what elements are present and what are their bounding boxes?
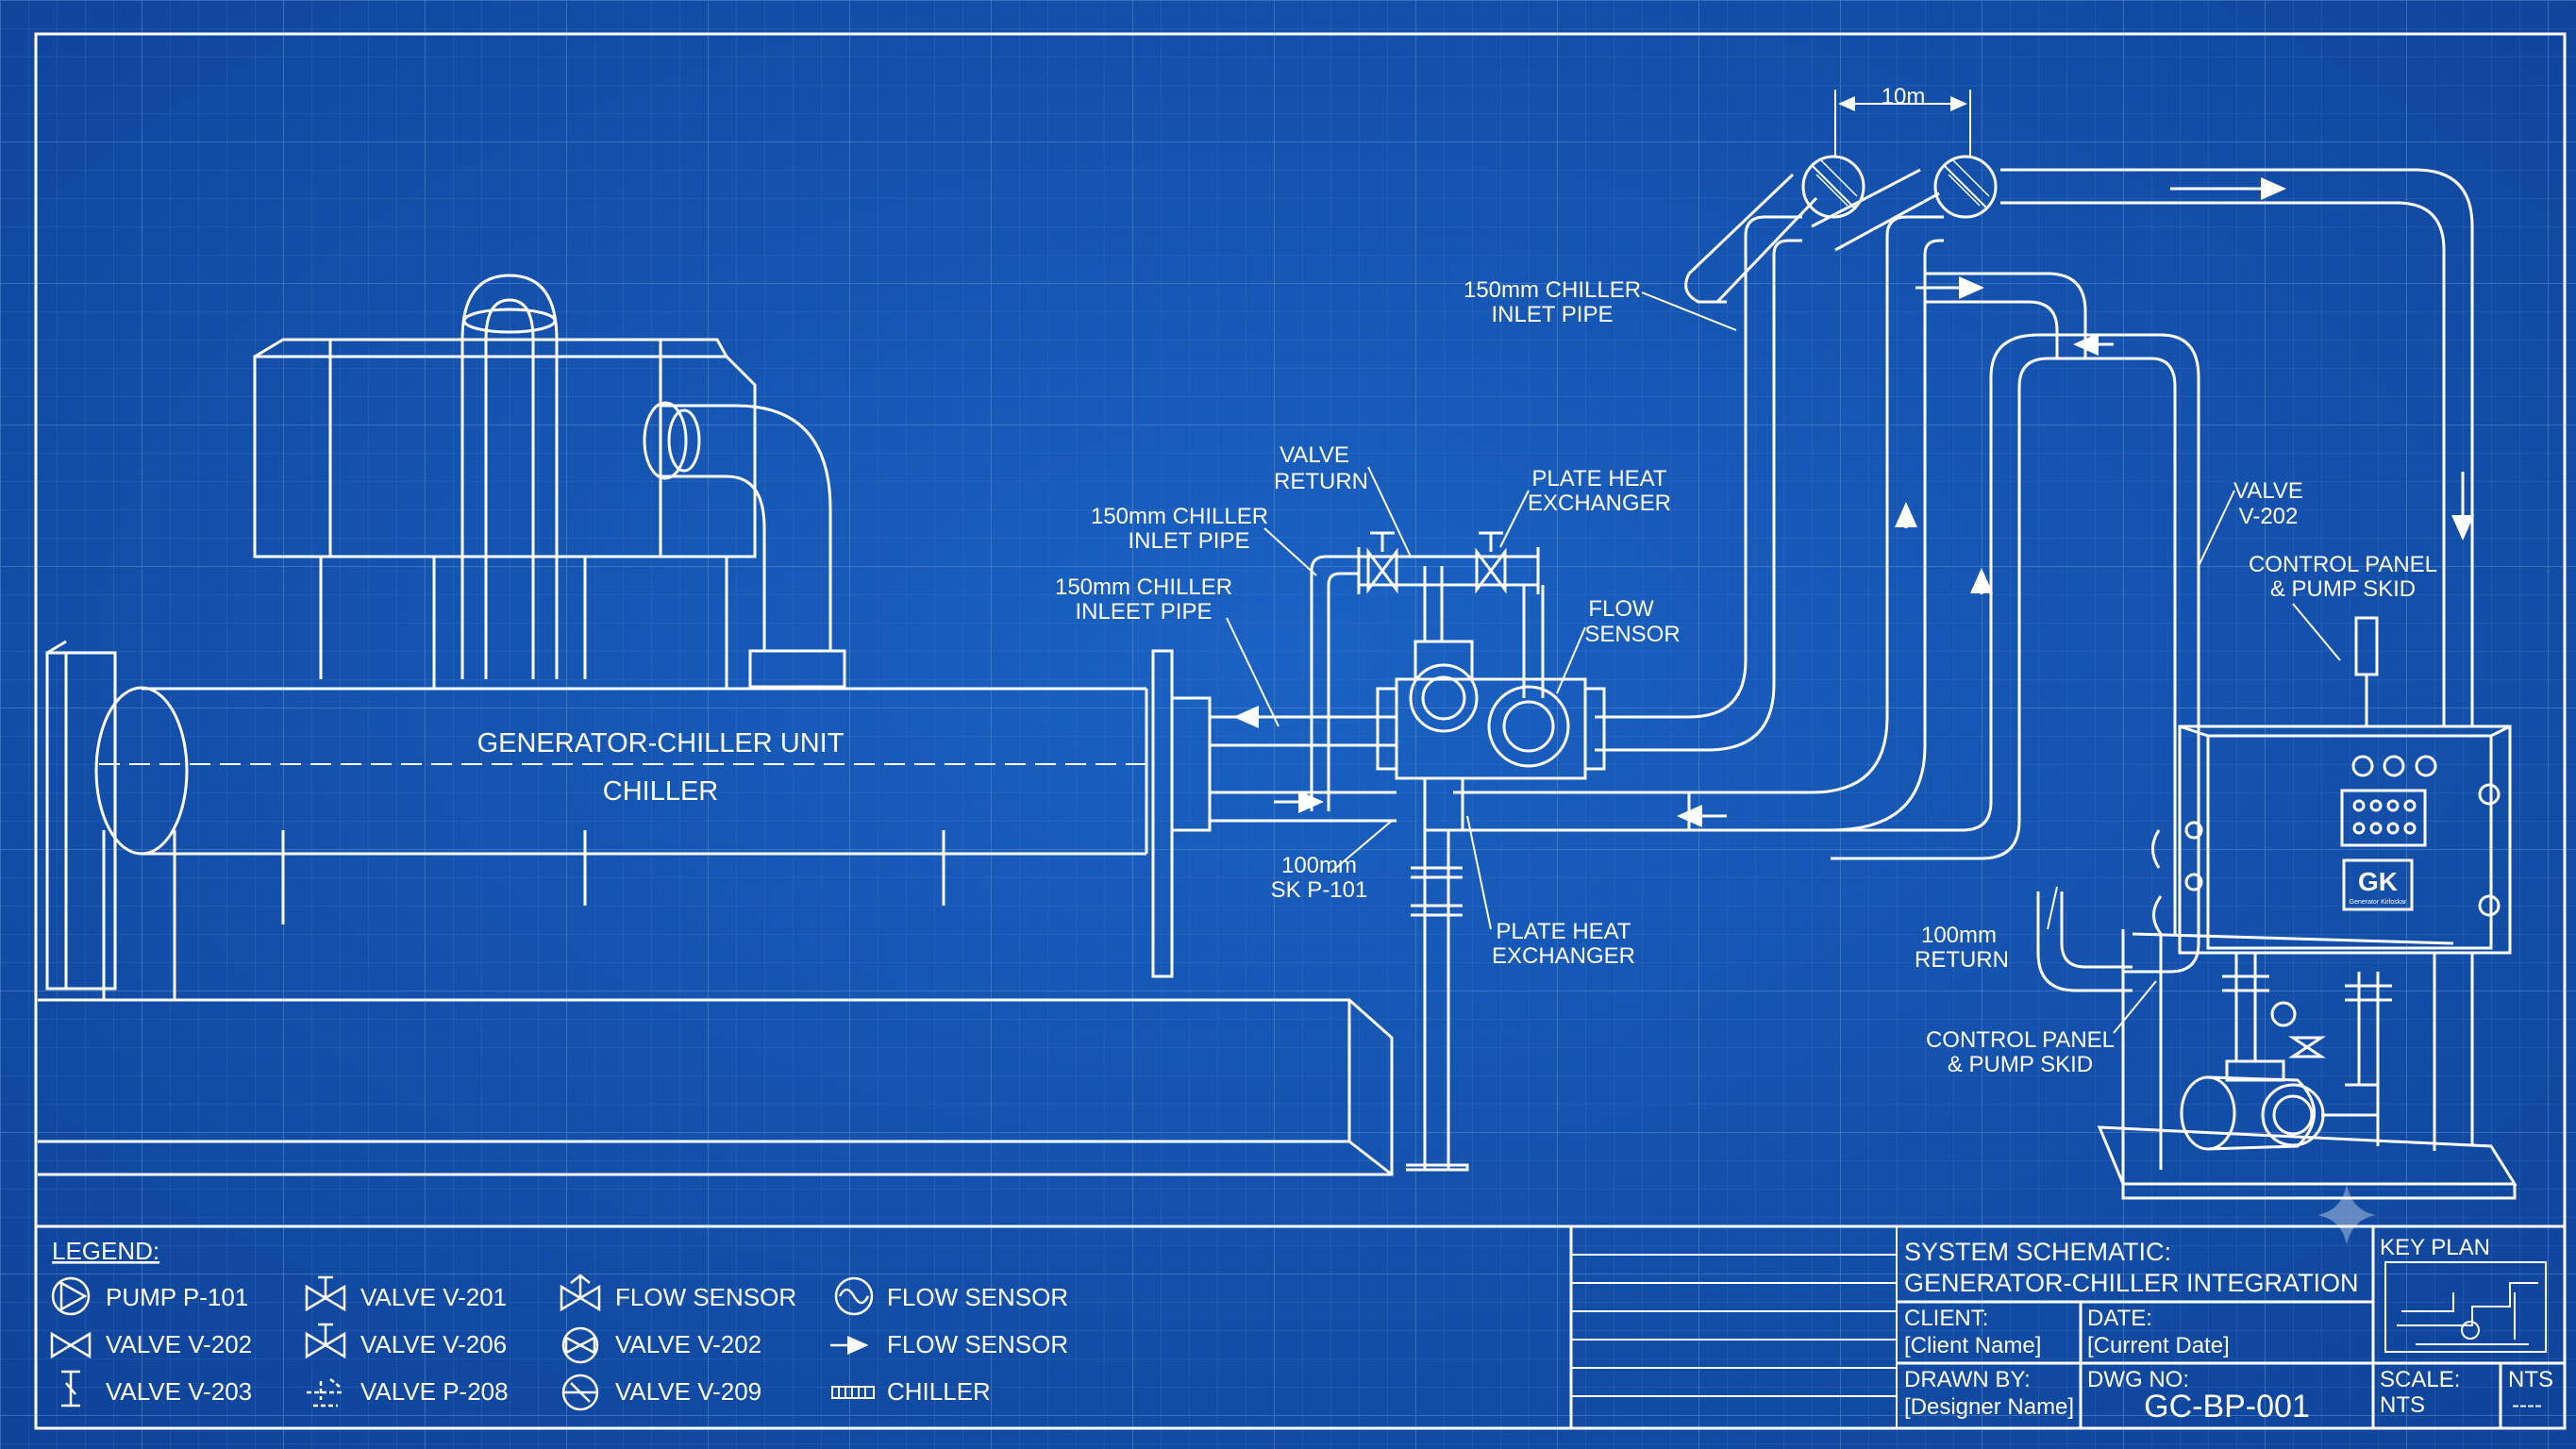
actuated-valve-symbol-icon	[305, 1275, 346, 1312]
chiller-symbol-icon	[831, 1386, 875, 1399]
svg-text:VALVE: VALVE	[2233, 478, 2303, 504]
svg-text:150mm CHILLER: 150mm CHILLER	[1464, 277, 1641, 303]
dimension-label: 10m	[1882, 84, 1926, 109]
scale-value: NTS	[2380, 1392, 2425, 1418]
legend-labels: PUMP P-101 VALVE V-202 VALVE V-203 VALVE…	[106, 1283, 1068, 1406]
callout-sk-p101: 100mm SK P-101	[1271, 853, 1368, 903]
svg-text:PLATE HEAT: PLATE HEAT	[1531, 466, 1666, 491]
sheet-border	[34, 32, 2567, 1430]
unit-title: GENERATOR-CHILLER UNIT	[477, 728, 845, 758]
legend-icons	[50, 1274, 875, 1411]
svg-text:VALVE: VALVE	[1280, 442, 1349, 468]
svg-text:150mm CHILLER: 150mm CHILLER	[1091, 504, 1268, 529]
svg-text:SENSOR: SENSOR	[1584, 622, 1680, 647]
callout-plate-heat-exchanger-top: PLATE HEAT EXCHANGER	[1528, 466, 1671, 516]
svg-text:PLATE HEAT: PLATE HEAT	[1496, 919, 1631, 944]
svg-text:EXCHANGER: EXCHANGER	[1492, 943, 1635, 969]
callout-100mm-return: 100mm RETURN	[1915, 923, 2009, 973]
client-value: [Client Name]	[1904, 1333, 2041, 1358]
svg-text:& PUMP SKID: & PUMP SKID	[2270, 576, 2416, 602]
scale-label: SCALE:	[2380, 1367, 2460, 1392]
legend-item-label: VALVE V-209	[615, 1377, 761, 1406]
panel-logo: GK	[2358, 867, 2398, 896]
callout-flow-sensor: FLOW SENSOR	[1584, 596, 1680, 647]
drawn-by-label: DRAWN BY:	[1904, 1367, 2031, 1392]
svg-text:150mm CHILLER: 150mm CHILLER	[1055, 575, 1232, 600]
sine-sensor-symbol-icon	[834, 1276, 874, 1316]
svg-text:SK P-101: SK P-101	[1271, 877, 1368, 903]
svg-text:INLET PIPE: INLET PIPE	[1492, 302, 1614, 327]
panel-logo-subtitle: Generator Kirloskar	[2350, 899, 2407, 906]
svg-text:100mm: 100mm	[1281, 853, 1357, 878]
nts-value: ----	[2512, 1392, 2542, 1418]
callout-chiller-inlet-mid: 150mm CHILLER INLET PIPE	[1091, 504, 1268, 554]
client-label: CLIENT:	[1904, 1306, 1988, 1331]
actuated-valve-symbol-icon	[305, 1323, 346, 1359]
svg-text:100mm: 100mm	[1921, 923, 1997, 948]
callout-leaders	[1226, 291, 2341, 1034]
date-value: [Current Date]	[2087, 1333, 2230, 1358]
svg-text:INLET PIPE: INLET PIPE	[1129, 528, 1250, 554]
flow-sensor-symbol-icon	[560, 1274, 601, 1312]
svg-text:INLEET PIPE: INLEET PIPE	[1076, 599, 1213, 625]
pressure-valve-symbol-icon	[307, 1378, 344, 1407]
legend-item-label: CHILLER	[887, 1377, 991, 1406]
panel-logo-box	[2342, 858, 2414, 911]
svg-text:& PUMP SKID: & PUMP SKID	[1948, 1052, 2093, 1077]
drawing-title-line1: SYSTEM SCHEMATIC:	[1904, 1238, 2171, 1266]
pump-symbol-icon	[51, 1276, 91, 1316]
svg-text:FLOW: FLOW	[1588, 596, 1654, 622]
svg-text:CONTROL PANEL: CONTROL PANEL	[1926, 1027, 2115, 1053]
legend-item-label: VALVE V-206	[360, 1330, 507, 1358]
legend-item-label: VALVE P-208	[360, 1377, 509, 1406]
chimney-stacks	[1684, 90, 1998, 304]
svg-text:V-202: V-202	[2239, 504, 2299, 529]
callout-chiller-inleet: 150mm CHILLER INLEET PIPE	[1055, 575, 1232, 625]
svg-text:RETURN: RETURN	[1274, 469, 1368, 494]
check-valve-symbol-icon	[561, 1374, 599, 1411]
callout-labels: 150mm CHILLER INLET PIPE VALVE RETURN PL…	[1055, 277, 2437, 1077]
legend-item-label: VALVE V-203	[106, 1377, 252, 1406]
callout-valve-v202: VALVE V-202	[2233, 478, 2303, 529]
nts-label: NTS	[2508, 1367, 2553, 1392]
legend-item-label: PUMP P-101	[106, 1283, 248, 1311]
legend-item-label: FLOW SENSOR	[887, 1330, 1068, 1358]
svg-text:RETURN: RETURN	[1915, 947, 2009, 973]
legend-item-label: VALVE V-202	[106, 1330, 252, 1358]
legend-item-label: VALVE V-201	[360, 1283, 507, 1311]
unit-subtitle: CHILLER	[603, 776, 719, 807]
bottom-strip	[36, 1224, 2565, 1428]
dwg-no-value: GC-BP-001	[2144, 1389, 2310, 1424]
callout-control-panel-top: CONTROL PANEL & PUMP SKID	[2249, 552, 2437, 602]
legend-title: LEGEND:	[52, 1237, 159, 1265]
date-label: DATE:	[2087, 1306, 2152, 1331]
key-plan-label: KEY PLAN	[2380, 1235, 2490, 1260]
callout-plate-heat-exchanger-bottom: PLATE HEAT EXCHANGER	[1492, 919, 1635, 969]
svg-text:EXCHANGER: EXCHANGER	[1528, 491, 1671, 516]
generator-chiller-unit	[38, 274, 1394, 1176]
flow-valve-symbol-icon	[561, 1326, 599, 1364]
legend-item-label: FLOW SENSOR	[615, 1283, 796, 1311]
legend-item-label: VALVE V-202	[615, 1330, 761, 1358]
sparkle-watermark	[2317, 1184, 2376, 1245]
svg-text:CONTROL PANEL: CONTROL PANEL	[2249, 552, 2437, 577]
callout-valve-return: VALVE RETURN	[1274, 442, 1368, 494]
callout-chiller-inlet-top: 150mm CHILLER INLET PIPE	[1464, 277, 1641, 327]
valve-symbol-icon	[50, 1331, 92, 1359]
dwg-no-label: DWG NO:	[2087, 1367, 2189, 1392]
drawing-title-line2: GENERATOR-CHILLER INTEGRATION	[1904, 1269, 2359, 1297]
callout-control-panel-bottom: CONTROL PANEL & PUMP SKID	[1926, 1027, 2115, 1077]
drawn-by-value: [Designer Name]	[1904, 1394, 2074, 1420]
legend-item-label: FLOW SENSOR	[887, 1283, 1068, 1311]
valve-stem-symbol-icon	[61, 1370, 80, 1407]
title-block: SYSTEM SCHEMATIC: GENERATOR-CHILLER INTE…	[1904, 1235, 2553, 1424]
control-panel-pump-skid	[2097, 616, 2517, 1200]
